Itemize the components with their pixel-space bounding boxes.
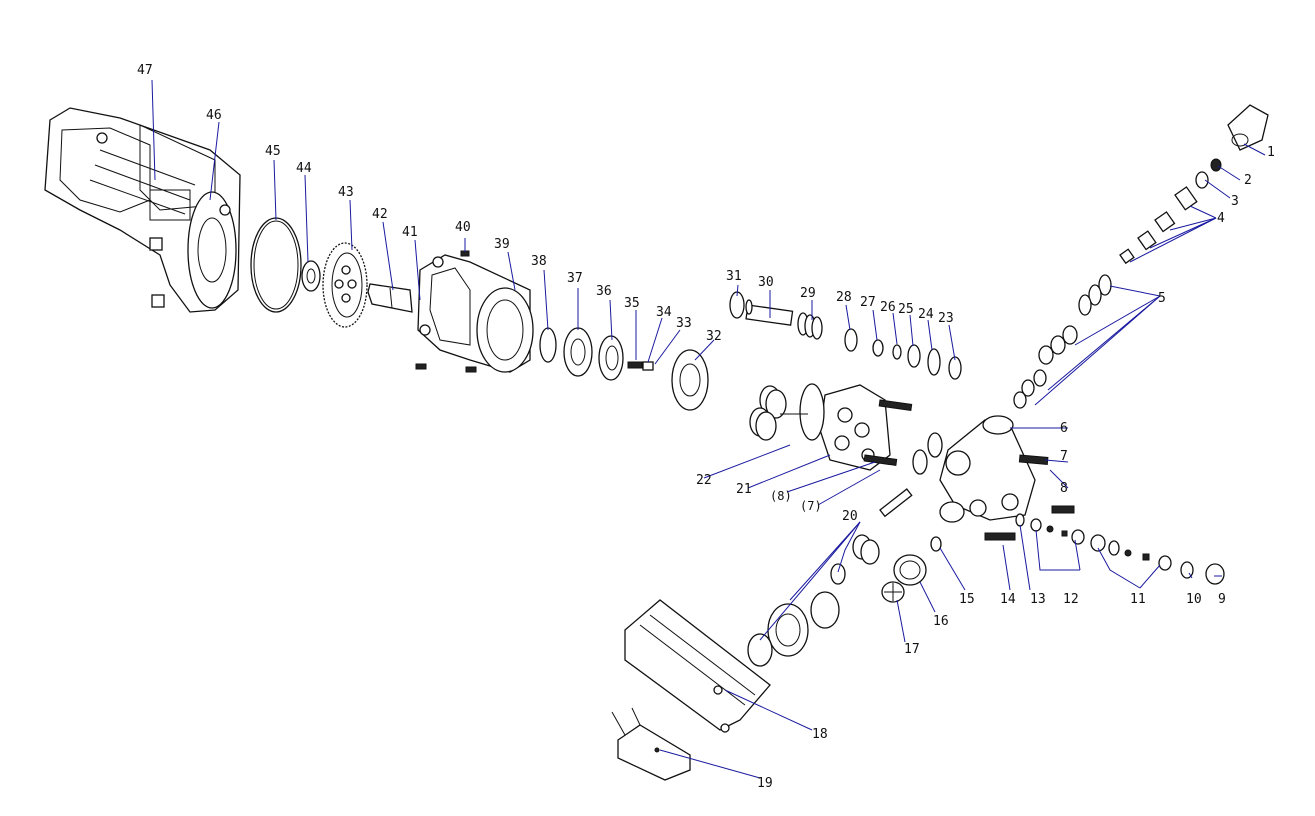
- ring-24: [927, 348, 941, 376]
- callout-28: 28: [836, 290, 852, 305]
- bearing-44: [301, 260, 321, 292]
- screw-35: [627, 361, 643, 369]
- callout-7: 7: [1060, 449, 1068, 464]
- washer-28: [844, 328, 858, 352]
- bearing-37: [563, 327, 593, 377]
- callout-19: 19: [757, 776, 773, 791]
- callout-43: 43: [338, 185, 354, 200]
- callout-12: 12: [1063, 592, 1079, 607]
- manifold-6: [939, 415, 1036, 523]
- callout-31: 31: [726, 269, 742, 284]
- valve-4: [1119, 186, 1198, 265]
- screw-8: [1051, 505, 1075, 514]
- callout-32: 32: [706, 329, 722, 344]
- filter-17: [881, 581, 905, 603]
- callout-17: 17: [904, 642, 920, 657]
- piston-30: [745, 299, 794, 326]
- callout-42: 42: [372, 207, 388, 222]
- callout-2: 2: [1244, 173, 1252, 188]
- seal-23: [948, 356, 962, 380]
- callout-41: 41: [402, 225, 418, 240]
- callout-24: 24: [918, 307, 934, 322]
- motor-assembly: [44, 107, 241, 313]
- callout-1: 1: [1267, 145, 1275, 160]
- callout-26: 26: [880, 300, 896, 315]
- callout-labels: 1 2 3 4 5 6 7 8 9 10 11 12 13 14 15 16 1…: [137, 63, 1275, 791]
- callout-33: 33: [676, 316, 692, 331]
- screw-34: [642, 361, 654, 371]
- callout-5: 5: [1158, 291, 1166, 306]
- o-ring-3: [1195, 171, 1209, 189]
- seal-25: [907, 344, 921, 368]
- filter-16: [893, 554, 927, 586]
- callout-4: 4: [1217, 211, 1225, 226]
- callout-46: 46: [206, 108, 222, 123]
- wobble-plate-36: [598, 335, 624, 381]
- outlet-fitting-1: [1227, 104, 1269, 151]
- leader-lines: [151, 79, 1266, 779]
- microswitch-19: [611, 707, 691, 781]
- callout-7b: (7): [800, 499, 822, 513]
- callout-16: 16: [933, 614, 949, 629]
- callout-6: 6: [1060, 421, 1068, 436]
- screw-7: [1018, 454, 1049, 465]
- shaft-42: [367, 283, 413, 313]
- callout-37: 37: [567, 271, 583, 286]
- callout-39: 39: [494, 237, 510, 252]
- cylinder-head-21: [799, 383, 891, 471]
- callout-10: 10: [1186, 592, 1202, 607]
- ring-27: [872, 339, 884, 357]
- callout-34: 34: [656, 305, 672, 320]
- bypass-valve-20: [747, 488, 913, 667]
- swash-plate-32: [671, 349, 709, 411]
- o-ring-45: [250, 217, 302, 313]
- callout-40: 40: [455, 220, 471, 235]
- callout-30: 30: [758, 275, 774, 290]
- callout-44: 44: [296, 161, 312, 176]
- callout-22: 22: [696, 473, 712, 488]
- callout-3: 3: [1231, 194, 1239, 209]
- callout-23: 23: [938, 311, 954, 326]
- callout-18: 18: [812, 727, 828, 742]
- callout-38: 38: [531, 254, 547, 269]
- callout-8b: (8): [770, 489, 792, 503]
- callout-29: 29: [800, 286, 816, 301]
- gear-43: [322, 242, 368, 328]
- callout-13: 13: [1030, 592, 1046, 607]
- callout-27: 27: [860, 295, 876, 310]
- callout-21: 21: [736, 482, 752, 497]
- spring-29: [797, 312, 823, 340]
- callout-20: 20: [842, 509, 858, 524]
- callout-15: 15: [959, 592, 975, 607]
- callout-36: 36: [596, 284, 612, 299]
- spring-stack-5: [1013, 274, 1112, 409]
- ring-26: [892, 344, 902, 360]
- callout-25: 25: [898, 302, 914, 317]
- springs-22: [749, 385, 808, 441]
- small-parts-9-15: [930, 513, 1225, 585]
- seal-38: [539, 327, 557, 363]
- spring-2: [1210, 158, 1222, 172]
- callout-14: 14: [1000, 592, 1016, 607]
- pump-housing-39: [415, 250, 534, 373]
- callout-9: 9: [1218, 592, 1226, 607]
- callout-11: 11: [1130, 592, 1146, 607]
- long-screws: [863, 399, 943, 475]
- callout-35: 35: [624, 296, 640, 311]
- switch-housing-18: [624, 599, 771, 733]
- callout-45: 45: [265, 144, 281, 159]
- callout-8: 8: [1060, 481, 1068, 496]
- callout-47: 47: [137, 63, 153, 78]
